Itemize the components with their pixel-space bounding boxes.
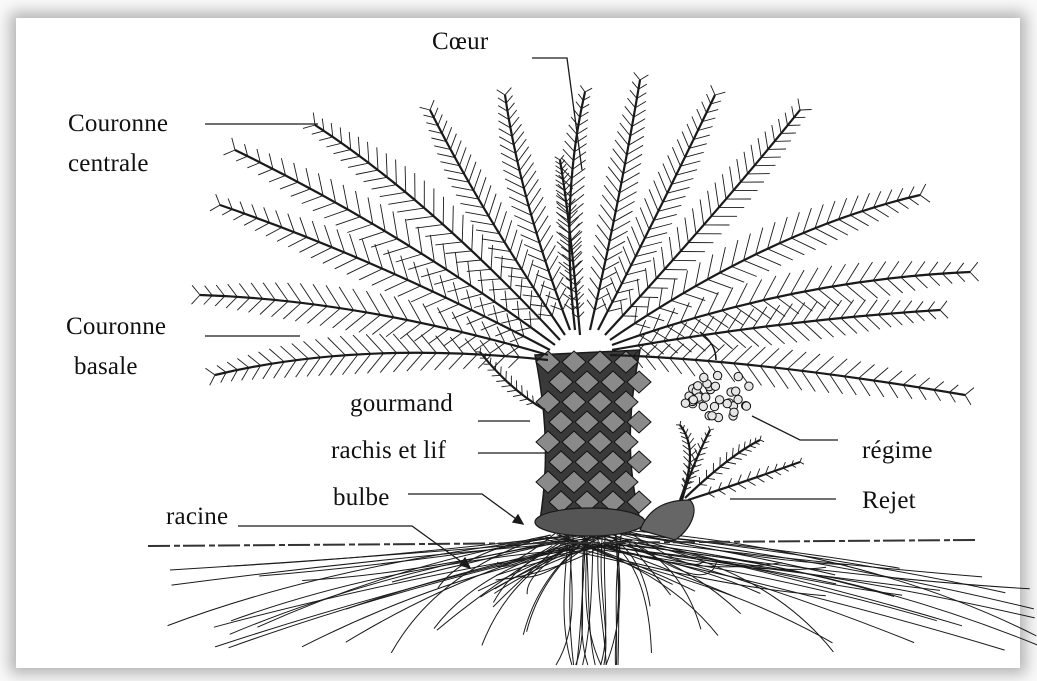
label-regime: régime bbox=[862, 433, 933, 469]
label-couronne-centrale-line2: centrale bbox=[68, 146, 149, 182]
label-couronne-basale-line2: basale bbox=[74, 349, 138, 385]
trunk bbox=[535, 350, 651, 536]
label-racine: racine bbox=[166, 499, 228, 535]
offshoot-rejet bbox=[640, 500, 694, 540]
label-couronne-centrale-line1: Couronne bbox=[68, 106, 168, 142]
frond bbox=[192, 283, 549, 356]
frond bbox=[610, 184, 930, 340]
leader-regime bbox=[752, 416, 838, 440]
leader-bulbe-arrow bbox=[513, 515, 523, 524]
frond bbox=[210, 194, 550, 350]
label-coeur: Cœur bbox=[432, 24, 488, 60]
label-gourmand: gourmand bbox=[350, 386, 453, 422]
label-rachis-lif: rachis et lif bbox=[331, 433, 446, 469]
frond bbox=[610, 344, 974, 405]
leader-racine bbox=[238, 526, 470, 568]
label-couronne-basale-line1: Couronne bbox=[66, 309, 166, 345]
label-bulbe: bulbe bbox=[333, 480, 390, 516]
fruit-bunch-regime bbox=[681, 332, 753, 422]
root-system bbox=[168, 528, 1037, 665]
label-rejet: Rejet bbox=[862, 483, 916, 519]
leader-bulbe bbox=[408, 494, 523, 524]
frond bbox=[303, 113, 560, 340]
